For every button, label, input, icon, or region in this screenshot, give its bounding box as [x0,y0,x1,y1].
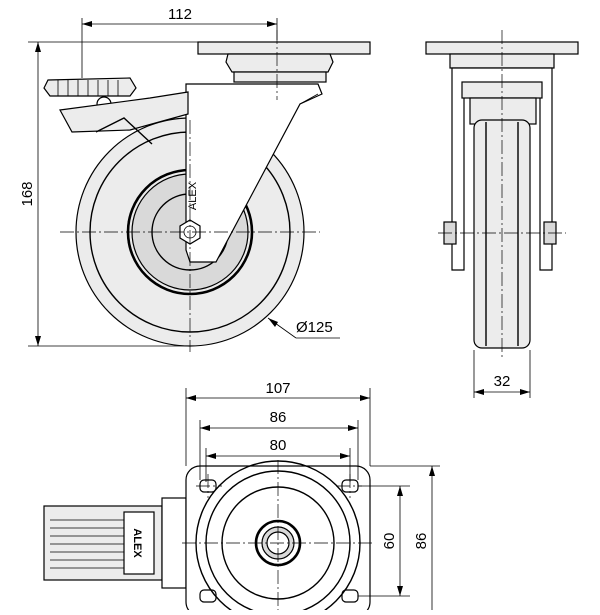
dim-vertical-86: 86 [413,533,430,550]
side-brand-label: ALEX [187,181,199,210]
side-view: ALEX 112 168 Ø125 [19,6,371,352]
plan-brand-label: ALEX [131,528,143,558]
dim-wheel-width: 32 [494,373,511,390]
plan-view: ALEX 107 86 [43,380,440,615]
dim-vertical-60: 60 [381,533,398,550]
dim-plate-width: 107 [265,380,290,397]
dim-wheel-diameter: Ø125 [296,319,333,336]
side-swivel-collar [233,71,327,83]
side-brake-lever [59,91,189,133]
front-view: 32 [425,30,579,398]
dim-side-width: 112 [168,6,192,23]
dim-hole-spacing-80: 80 [270,437,287,454]
dim-side-height: 168 [19,181,36,206]
side-fork-leg [185,83,323,263]
dim-hole-spacing-86: 86 [270,409,287,426]
side-top-plate [197,41,371,55]
mount-hole-bl [199,589,217,603]
side-brake-pedal [43,77,137,97]
side-swivel-head [225,53,334,73]
